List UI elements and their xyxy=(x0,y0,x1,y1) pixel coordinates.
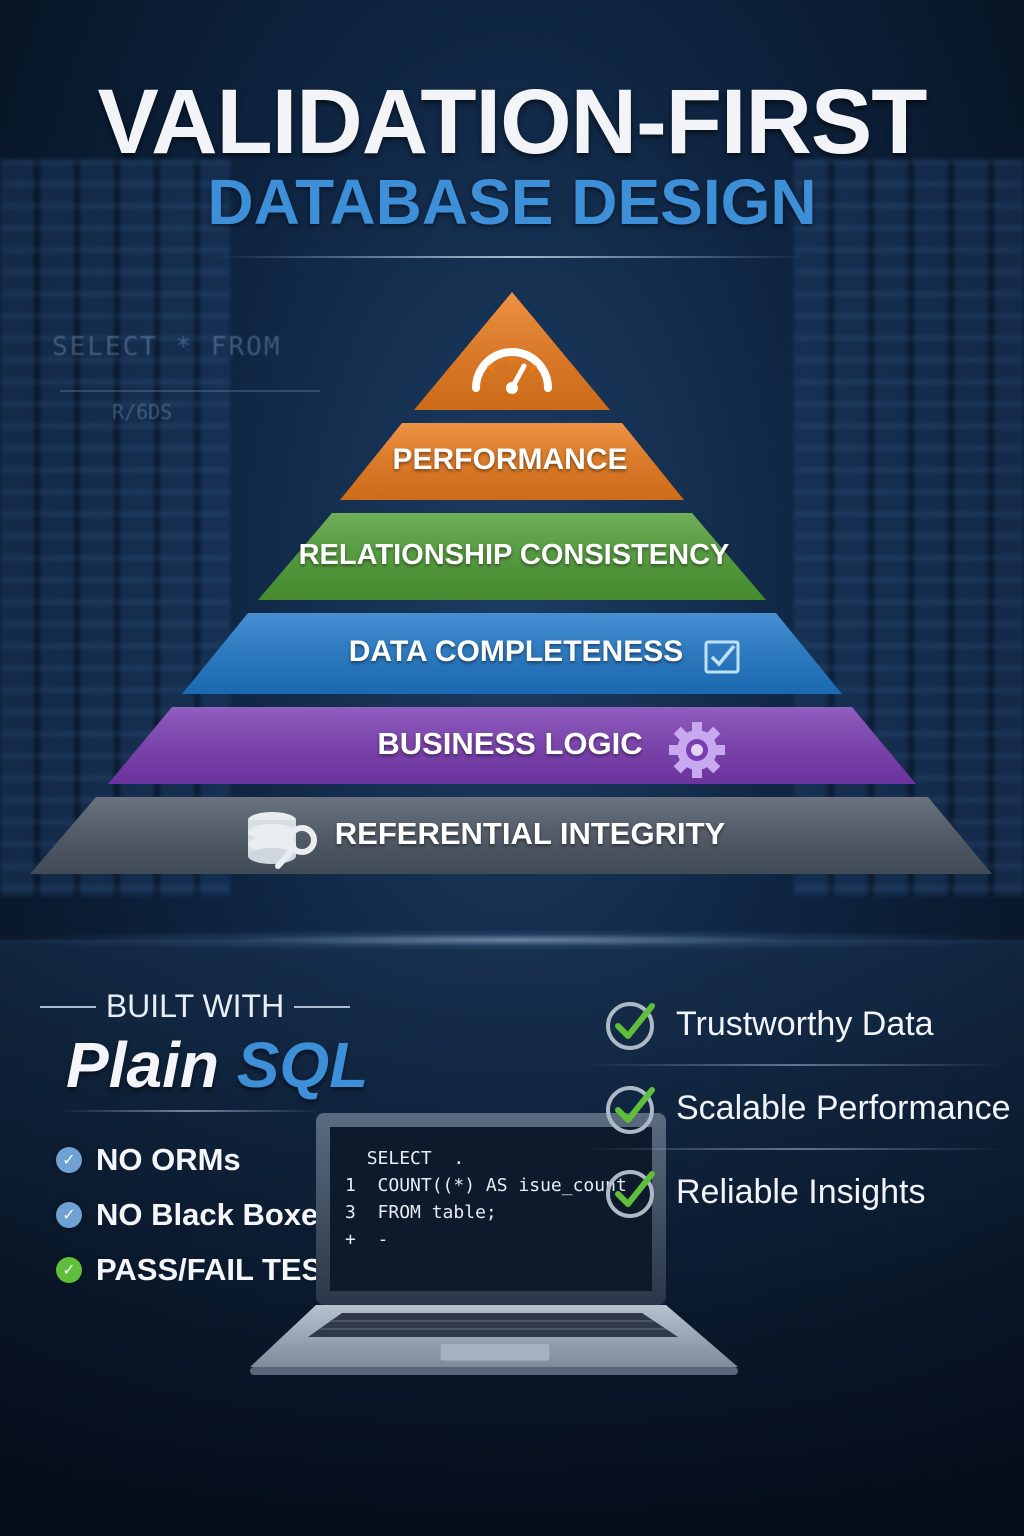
pyramid-tier-label: RELATIONSHIP CONSISTENCY xyxy=(298,538,730,571)
check-circle-icon: ✓ xyxy=(56,1146,82,1173)
check-circle-icon xyxy=(606,1170,655,1218)
benefit-item: Trustworthy Data xyxy=(584,982,1014,1066)
code-line: 1 COUNT((*) AS isue_count xyxy=(345,1175,627,1202)
check-circle-icon: ✓ xyxy=(56,1201,82,1228)
validation-pyramid xyxy=(30,292,992,874)
code-text: FROM table; xyxy=(377,1202,497,1223)
check-circle-icon xyxy=(606,1086,655,1134)
feature-label: NO Black Boxes xyxy=(96,1196,336,1232)
benefit-divider xyxy=(584,1148,1004,1150)
code-text: COUNT((*) AS isue_count xyxy=(377,1175,627,1196)
line-number: + xyxy=(345,1229,356,1250)
pyramid-tier-label: DATA COMPLETENESS xyxy=(348,634,684,668)
database-key-icon xyxy=(248,812,317,869)
pyramid-tier-label: PERFORMANCE xyxy=(392,442,628,476)
feature-label: NO ORMs xyxy=(96,1141,241,1177)
sql-word: SQL xyxy=(236,1029,369,1101)
check-circle-icon: ✓ xyxy=(56,1256,82,1283)
benefits-list: Trustworthy Data Scalable Performance Re… xyxy=(584,982,1014,1234)
plain-word: Plain xyxy=(66,1029,219,1101)
feature-item: ✓ NO Black Boxes xyxy=(56,1187,362,1242)
background-code-line: SELECT * FROM xyxy=(52,332,282,362)
pyramid-tier-label: BUSINESS LOGIC xyxy=(377,726,643,762)
code-text: SELECT . xyxy=(366,1148,465,1169)
laptop-trackpad xyxy=(439,1342,551,1362)
plain-sql-divider xyxy=(60,1110,320,1112)
benefit-label: Reliable Insights xyxy=(676,1172,926,1211)
title-divider xyxy=(215,256,809,258)
laptop-screen xyxy=(330,1127,652,1291)
line-number: 1 xyxy=(345,1175,356,1196)
checkbox-icon xyxy=(704,640,740,674)
background-code-line-2: R/6DS xyxy=(112,400,173,424)
built-with-heading: BUILT WITH xyxy=(40,988,350,1025)
speedometer-icon xyxy=(472,348,552,394)
benefit-divider xyxy=(584,1064,1004,1066)
built-with-label: BUILT WITH xyxy=(105,988,285,1024)
laptop-keyboard xyxy=(308,1313,678,1337)
built-with-rule-left xyxy=(40,1005,96,1008)
laptop-illustration xyxy=(250,1113,738,1375)
code-text: - xyxy=(377,1229,389,1250)
horizon-glow xyxy=(0,930,1024,950)
code-line: 3 FROM table; xyxy=(345,1202,627,1229)
benefit-label: Trustworthy Data xyxy=(676,1004,934,1043)
plain-sql-logo: Plain SQL xyxy=(66,1028,368,1102)
code-editor: SELECT . 1 COUNT((*) AS isue_count 3 FRO… xyxy=(345,1148,627,1256)
benefit-item: Reliable Insights xyxy=(604,1150,1014,1234)
benefit-label: Scalable Performance xyxy=(676,1088,1011,1127)
page-title: VALIDATION-FIRST xyxy=(97,71,928,173)
pyramid-tier-label: REFERENTIAL INTEGRITY xyxy=(334,816,726,852)
feature-item: ✓ NO ORMs xyxy=(56,1132,362,1187)
background-code-rule xyxy=(60,390,320,392)
code-line: SELECT . xyxy=(345,1148,627,1175)
page-subtitle: DATABASE DESIGN xyxy=(207,166,817,238)
gear-icon xyxy=(669,722,725,778)
check-circle-icon xyxy=(606,1002,655,1050)
code-line: + - xyxy=(345,1229,627,1256)
line-number: 3 xyxy=(345,1202,356,1223)
benefit-item: Scalable Performance xyxy=(584,1066,1014,1150)
built-with-rule-right xyxy=(294,1005,350,1008)
